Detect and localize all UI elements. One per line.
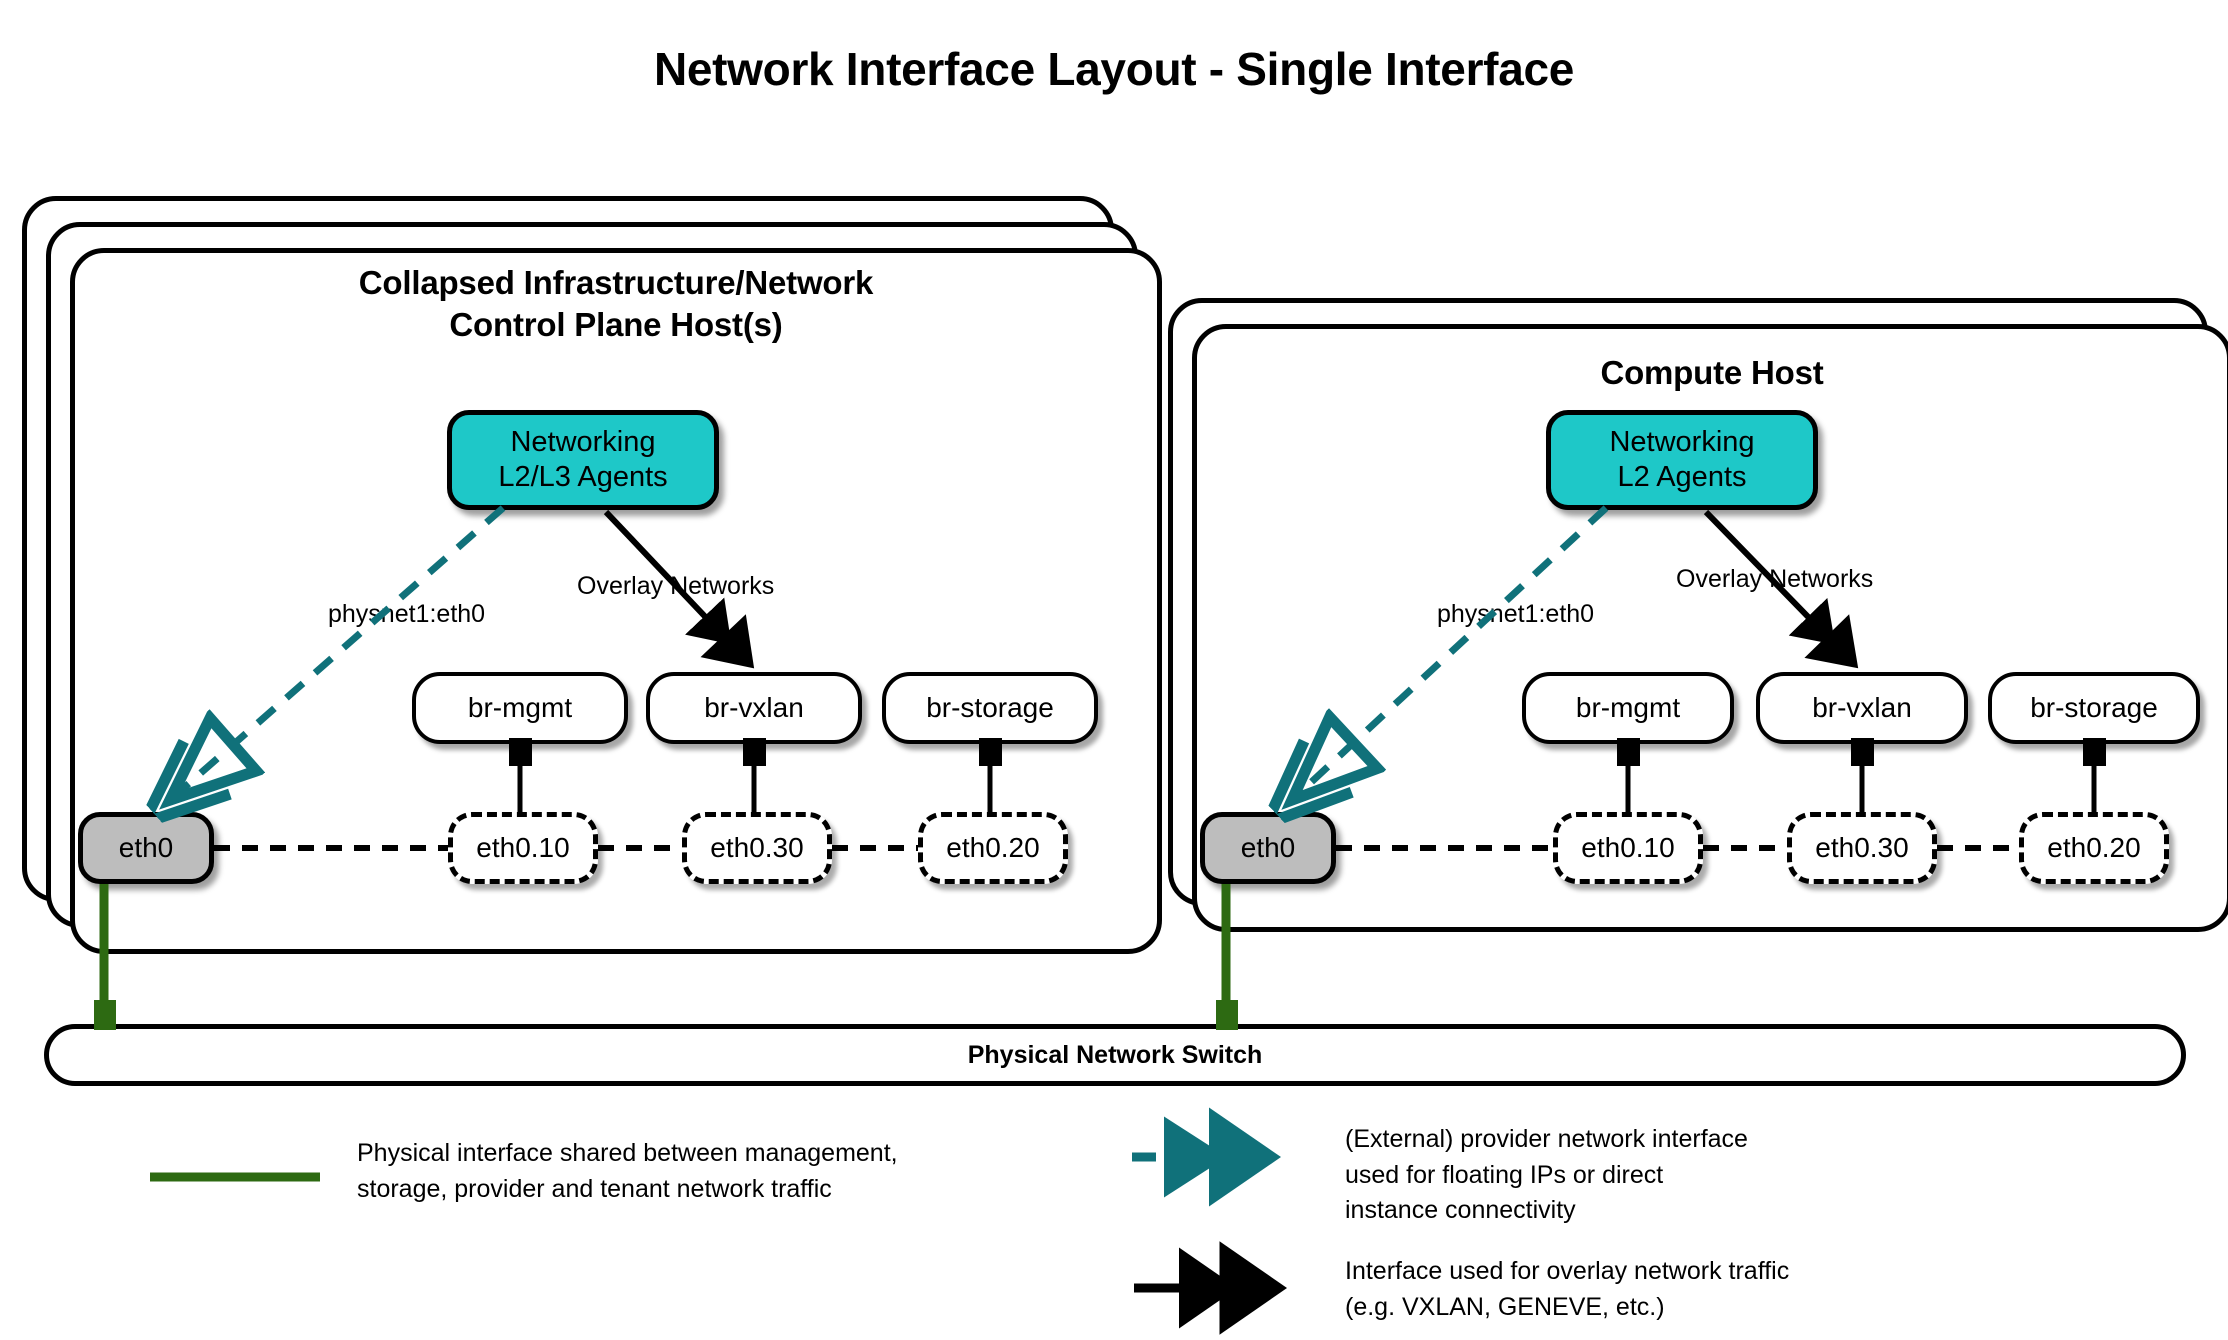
vlan-node-eth0-20-compute[interactable]: eth0.20 [2019, 812, 2169, 884]
physical-network-switch-label: Physical Network Switch [967, 1040, 1263, 1069]
legend-text-physical-interface: Physical interface shared between manage… [357, 1139, 898, 1203]
agent-node-compute[interactable]: Networking L2 Agents [1546, 410, 1818, 510]
vlan-node-eth0-10-compute[interactable]: eth0.10 [1553, 812, 1703, 884]
physical-nic-node-compute[interactable]: eth0 [1200, 812, 1336, 884]
vlan-node-eth0-30-compute[interactable]: eth0.30 [1787, 812, 1937, 884]
vlan-node-eth0-30-control-plane[interactable]: eth0.30 [682, 812, 832, 884]
bridge-node-br-mgmt-compute[interactable]: br-mgmt [1522, 672, 1734, 744]
host-title-control-plane-host: Collapsed Infrastructure/Network Control… [358, 264, 874, 344]
edge-label-overlay-compute: Overlay Networks [1676, 565, 1874, 593]
host-title-compute-host: Compute Host [1600, 354, 1824, 391]
vlan-node-eth0-10-control-plane[interactable]: eth0.10 [448, 812, 598, 884]
legend-text-provider-interface: (External) provider network interface us… [1345, 1125, 1748, 1224]
bridge-node-br-vxlan-compute[interactable]: br-vxlan [1756, 672, 1968, 744]
legend-text-overlay-interface: Interface used for overlay network traff… [1345, 1257, 1790, 1321]
physical-network-switch[interactable]: Physical Network Switch [44, 1024, 2186, 1086]
bridge-node-br-vxlan-control-plane[interactable]: br-vxlan [646, 672, 862, 744]
bridge-node-br-mgmt-control-plane[interactable]: br-mgmt [412, 672, 628, 744]
vlan-node-eth0-20-control-plane[interactable]: eth0.20 [918, 812, 1068, 884]
edge-label-provider-control-plane: physnet1:eth0 [328, 600, 486, 628]
physical-nic-node-control-plane[interactable]: eth0 [78, 812, 214, 884]
edge-label-provider-compute: physnet1:eth0 [1437, 600, 1595, 628]
edge-label-overlay-control-plane: Overlay Networks [577, 572, 775, 600]
bridge-node-br-storage-control-plane[interactable]: br-storage [882, 672, 1098, 744]
agent-node-control-plane[interactable]: Networking L2/L3 Agents [447, 410, 719, 510]
bridge-node-br-storage-compute[interactable]: br-storage [1988, 672, 2200, 744]
page-title: Network Interface Layout - Single Interf… [653, 43, 1575, 95]
